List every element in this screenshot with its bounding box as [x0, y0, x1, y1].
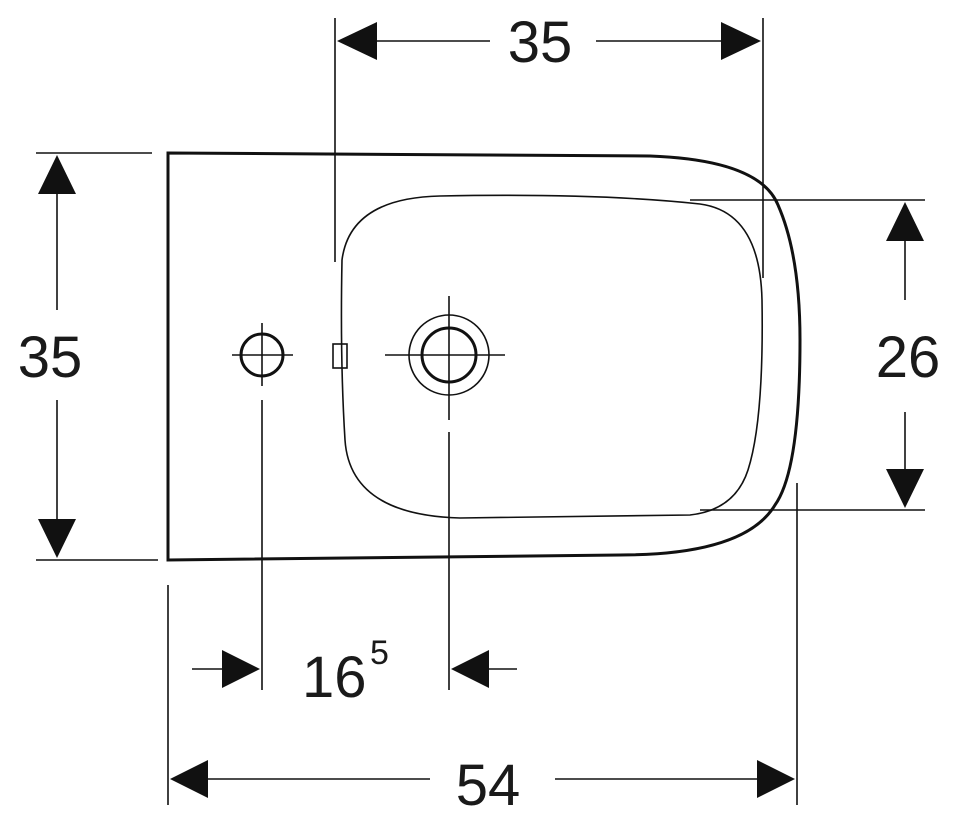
dimension-top-label: 35 [508, 10, 573, 75]
bidet-bowl-outline [340, 194, 764, 519]
tap-hole-left [232, 323, 293, 386]
dimension-total-label: 54 [456, 753, 521, 818]
dimension-right-height: 26 [876, 202, 941, 508]
dimension-bottom-offset-superscript: 5 [370, 634, 389, 672]
dimension-left-height: 35 [18, 155, 83, 558]
dimension-left-label: 35 [18, 325, 83, 390]
dimension-bottom-offset: 16 5 [192, 634, 517, 710]
drain-hole [385, 296, 505, 420]
dimension-total-width: 54 [170, 753, 795, 818]
bidet-outer-outline [166, 151, 802, 562]
dimension-top-width: 35 [337, 10, 761, 75]
overflow-marker [332, 343, 348, 369]
extension-lines [36, 18, 925, 805]
dimension-bottom-offset-label: 16 [302, 645, 367, 710]
dimension-right-label: 26 [876, 325, 941, 390]
